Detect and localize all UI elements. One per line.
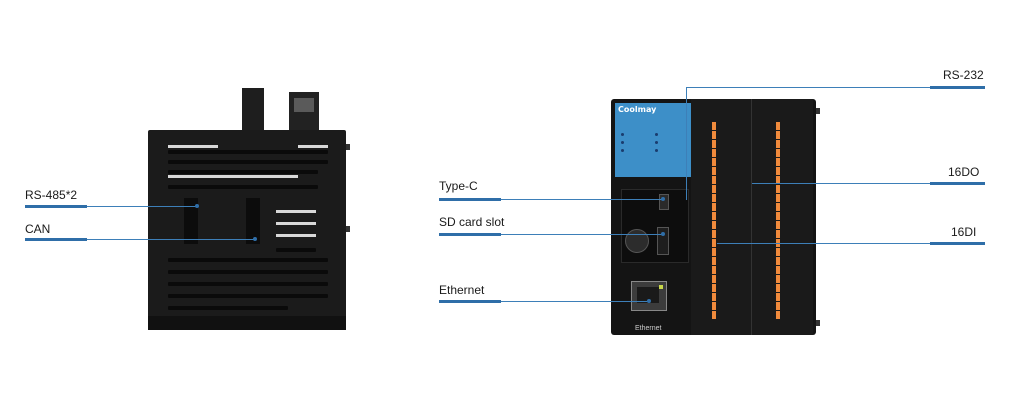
terminal-pin [776, 194, 780, 202]
terminal-pin [776, 185, 780, 193]
terminal-pin [776, 221, 780, 229]
ethernet-underline [439, 300, 501, 303]
front-view-housing: Coolmay Ethernet [611, 99, 816, 335]
ethernet-port [631, 281, 667, 311]
terminal-pin [712, 266, 716, 274]
terminal-pin [712, 248, 716, 256]
rs232-label: RS-232 [943, 68, 984, 82]
terminal-pin [712, 176, 716, 184]
rs232-leader-vertical [686, 87, 687, 200]
do16-underline [930, 182, 985, 185]
terminal-pin [776, 311, 780, 319]
can-leader [87, 239, 255, 240]
terminal-pin [776, 293, 780, 301]
ethernet-port-label: Ethernet [635, 325, 662, 332]
brand-logo: Coolmay [618, 105, 657, 114]
terminal-pin [712, 239, 716, 247]
terminal-pin [712, 185, 716, 193]
terminal-pin [712, 203, 716, 211]
can-label: CAN [25, 222, 51, 236]
rs485-label: RS-485*2 [25, 188, 78, 202]
terminal-pin [776, 122, 780, 130]
ethernet-leader [501, 301, 649, 302]
terminal-pin [776, 176, 780, 184]
side-view-device [0, 0, 1, 1]
sd-card-leader [501, 234, 663, 235]
rs232-leader [686, 87, 930, 88]
type-c-underline [439, 198, 501, 201]
terminal-pin [776, 284, 780, 292]
terminal-pin [776, 248, 780, 256]
do16-leader [752, 183, 930, 184]
terminal-pin [712, 167, 716, 175]
terminal-block-left [184, 198, 198, 244]
ethernet-label: Ethernet [439, 283, 485, 297]
type-c-label: Type-C [439, 179, 478, 193]
status-panel: Coolmay [615, 103, 693, 177]
terminal-pin [776, 212, 780, 220]
terminal-pin [776, 266, 780, 274]
type-c-leader [501, 199, 663, 200]
terminal-pin [776, 257, 780, 265]
terminal-block-mid [246, 198, 260, 244]
terminal-pin [712, 122, 716, 130]
terminal-pin [712, 194, 716, 202]
terminal-pin [776, 167, 780, 175]
di16-underline [930, 242, 985, 245]
terminal-pin [776, 158, 780, 166]
terminal-pin [776, 275, 780, 283]
side-view-housing [148, 130, 346, 330]
terminal-pin [712, 221, 716, 229]
terminal-pin [776, 149, 780, 157]
di16-label: 16DI [951, 225, 977, 239]
type-c-port [659, 194, 669, 210]
terminal-pin [712, 302, 716, 310]
rs232-underline [930, 86, 985, 89]
terminal-pin [776, 140, 780, 148]
di-terminal-column [691, 99, 751, 335]
sd-card-label: SD card slot [439, 215, 505, 229]
terminal-pin [712, 257, 716, 265]
terminal-pin [712, 131, 716, 139]
terminal-pin [776, 230, 780, 238]
can-underline [25, 238, 87, 241]
terminal-pin [712, 149, 716, 157]
round-port [625, 229, 649, 253]
terminal-pin [712, 311, 716, 319]
terminal-pin [712, 230, 716, 238]
terminal-pin [712, 275, 716, 283]
terminal-pin [712, 140, 716, 148]
terminal-pin [712, 212, 716, 220]
do-terminal-column [751, 99, 813, 335]
di16-leader [717, 243, 930, 244]
rs485-leader [87, 206, 197, 207]
terminal-pin [712, 158, 716, 166]
terminal-pin [776, 131, 780, 139]
terminal-pin [776, 203, 780, 211]
rs485-underline [25, 205, 87, 208]
top-connector-left [242, 88, 264, 134]
do16-label: 16DO [948, 165, 980, 179]
terminal-pin [712, 293, 716, 301]
terminal-pin [712, 284, 716, 292]
sd-card-underline [439, 233, 501, 236]
terminal-pin [776, 302, 780, 310]
